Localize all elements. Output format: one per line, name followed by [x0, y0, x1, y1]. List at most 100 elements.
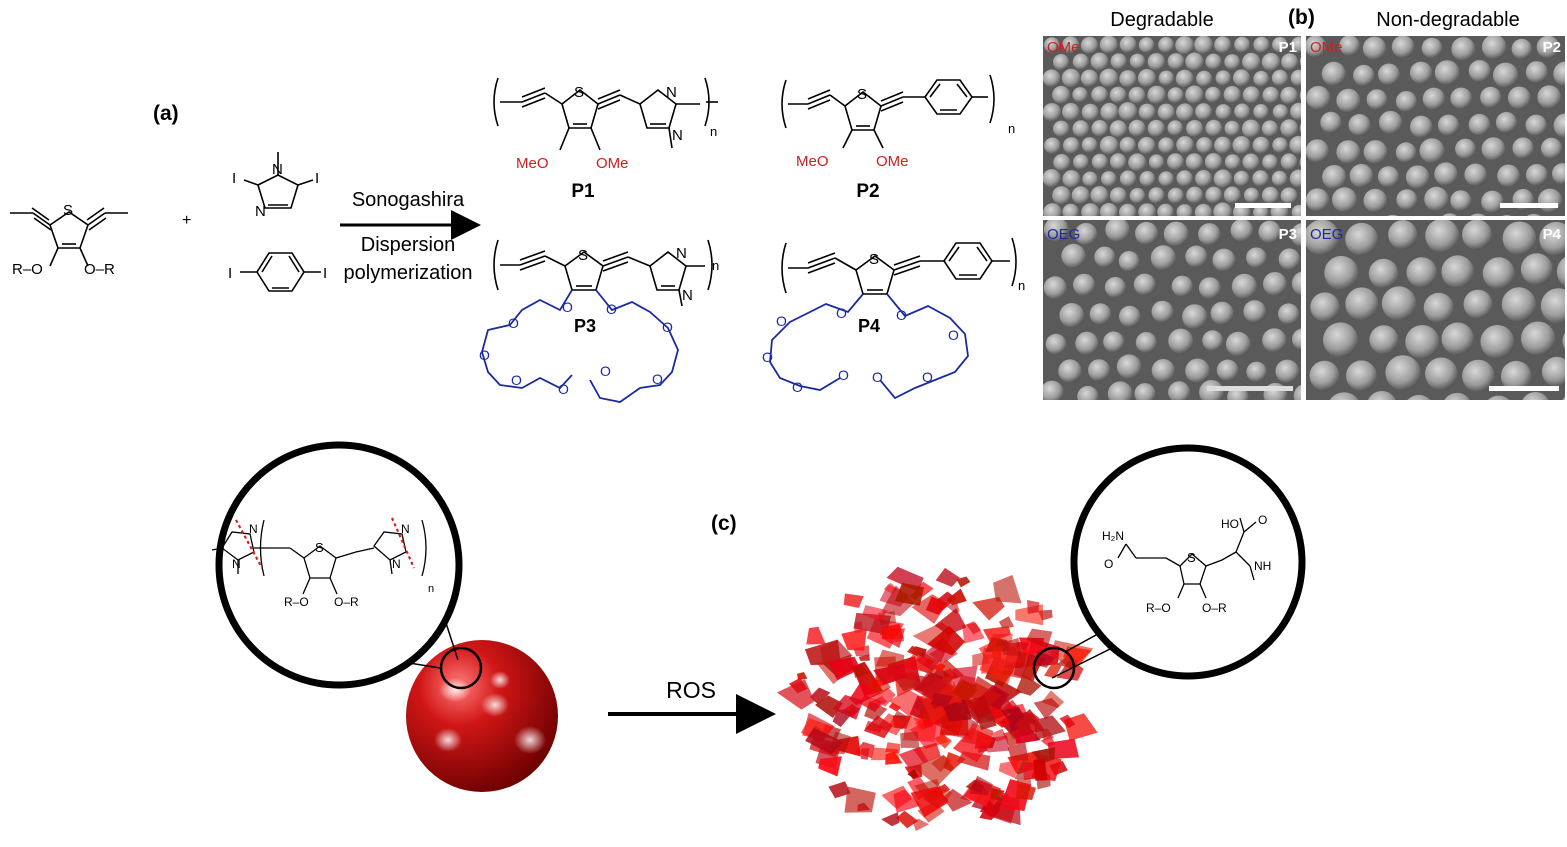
sem-particle — [1332, 187, 1357, 213]
sem-particle — [1537, 188, 1563, 213]
sem-particle — [1306, 188, 1330, 212]
sem-particle — [1409, 61, 1433, 84]
sem-particle — [1434, 60, 1460, 85]
sem-particle — [1470, 213, 1486, 216]
diiodobenzene-structure — [240, 252, 321, 292]
sem-particle — [1073, 273, 1096, 296]
polymer-fragment — [927, 625, 966, 656]
sem-particle — [1233, 170, 1250, 187]
sem-particle — [1378, 63, 1400, 86]
sem-particle — [1099, 203, 1118, 216]
sem-particle — [1104, 276, 1126, 298]
sem-particle — [1252, 136, 1270, 154]
sem-particle — [1253, 104, 1269, 120]
sem-particle — [1082, 171, 1098, 187]
polymer-fragment — [857, 802, 871, 812]
sem-particle — [1521, 321, 1556, 356]
sem-particle — [1148, 154, 1165, 170]
right-magnifier — [1032, 444, 1306, 690]
right-inset-amide-o: O — [1104, 557, 1113, 571]
sem-particle — [1062, 36, 1080, 54]
sem-particle — [1306, 139, 1329, 163]
sem-particle — [1091, 120, 1109, 137]
sem-particle — [1263, 272, 1287, 296]
left-inset-n-bottom-right: N — [392, 557, 401, 571]
sem-particle — [1463, 289, 1493, 319]
polymer-fragment — [969, 775, 993, 796]
sem-particle — [1349, 164, 1374, 188]
sem-particle — [1119, 36, 1137, 54]
sem-particle — [1043, 276, 1067, 300]
polymer-fragment — [910, 786, 949, 818]
sem-particle — [1422, 87, 1445, 110]
polymer-fragment — [1031, 747, 1055, 764]
sem-particle — [1396, 189, 1418, 211]
sem-particle — [1451, 37, 1476, 61]
sem-particle — [1213, 169, 1233, 189]
polymer-fragment — [879, 626, 899, 640]
plus-sign: + — [182, 212, 191, 229]
arrow-label-dispersion: Dispersion — [361, 234, 455, 256]
sem-particle — [1502, 221, 1537, 256]
sem-particle — [1147, 53, 1166, 71]
sem-particle — [1044, 37, 1060, 53]
sem-p2-side-chain: OMe — [1310, 39, 1343, 56]
sem-particle — [1116, 354, 1142, 380]
polymer-fragment — [933, 663, 946, 674]
sem-particle — [1272, 137, 1288, 153]
sem-particle — [1243, 300, 1266, 323]
sem-particle — [1129, 53, 1146, 69]
sem-tile-p4: OEG P4 — [1306, 220, 1565, 400]
sem-particle — [1091, 153, 1108, 170]
sem-particle — [1075, 331, 1099, 355]
sem-particle — [1395, 91, 1417, 112]
sem-particle — [1536, 36, 1560, 59]
polymer-fragment — [843, 593, 864, 608]
sem-particle — [1262, 328, 1287, 353]
sem-particle — [1346, 360, 1377, 392]
sem-particle — [1044, 220, 1069, 242]
sem-particle — [1205, 53, 1222, 70]
p4-ether-o-7: O — [948, 327, 959, 343]
sem-particle — [1540, 288, 1565, 324]
polymer-fragment — [956, 576, 971, 588]
sem-particle — [1119, 170, 1137, 187]
p1-methoxy-bonds — [559, 127, 601, 151]
p3-nitrogen-1: N — [676, 245, 687, 262]
polymer-fragment — [993, 574, 1022, 604]
sem-particle — [1242, 153, 1260, 171]
p3-ether-o-3: O — [479, 347, 490, 363]
sem-particle — [1175, 69, 1194, 88]
sem-particle — [1280, 119, 1299, 138]
sem-particle — [1194, 36, 1213, 55]
sem-particle — [1094, 246, 1116, 268]
sem-particle — [1541, 137, 1562, 159]
p4-sulfur: S — [869, 251, 879, 268]
p3-ether-o-9: O — [600, 363, 611, 379]
monomer-right-substituent: O–R — [84, 261, 115, 278]
sem-particle — [1167, 87, 1184, 104]
polymer-fragment — [934, 734, 952, 749]
sem-particle — [1423, 292, 1454, 323]
sem-particle — [1450, 87, 1472, 110]
polymer-fragment — [875, 649, 905, 668]
polymer-p3-structure — [493, 239, 713, 307]
p1-label: P1 — [571, 181, 595, 202]
sem-particle — [1468, 113, 1491, 136]
sem-particle — [1081, 103, 1099, 121]
p4-ether-o-9: O — [872, 369, 883, 385]
sem-particle — [1441, 322, 1474, 355]
sem-particle — [1388, 220, 1418, 250]
sem-particle — [1275, 359, 1299, 384]
polymer-fragment — [852, 664, 869, 679]
sem-particle — [1395, 142, 1417, 163]
polymer-fragment — [806, 626, 826, 645]
polymer-fragment — [1015, 641, 1029, 651]
sem-particle — [1185, 52, 1204, 71]
sem-particle — [1168, 381, 1191, 400]
sem-particle — [1272, 104, 1289, 120]
sem-header-non-degradable: Non-degradable — [1376, 9, 1519, 31]
sem-particle — [1167, 120, 1184, 136]
sem-particle — [1137, 136, 1156, 155]
polymer-fragment — [827, 656, 861, 681]
